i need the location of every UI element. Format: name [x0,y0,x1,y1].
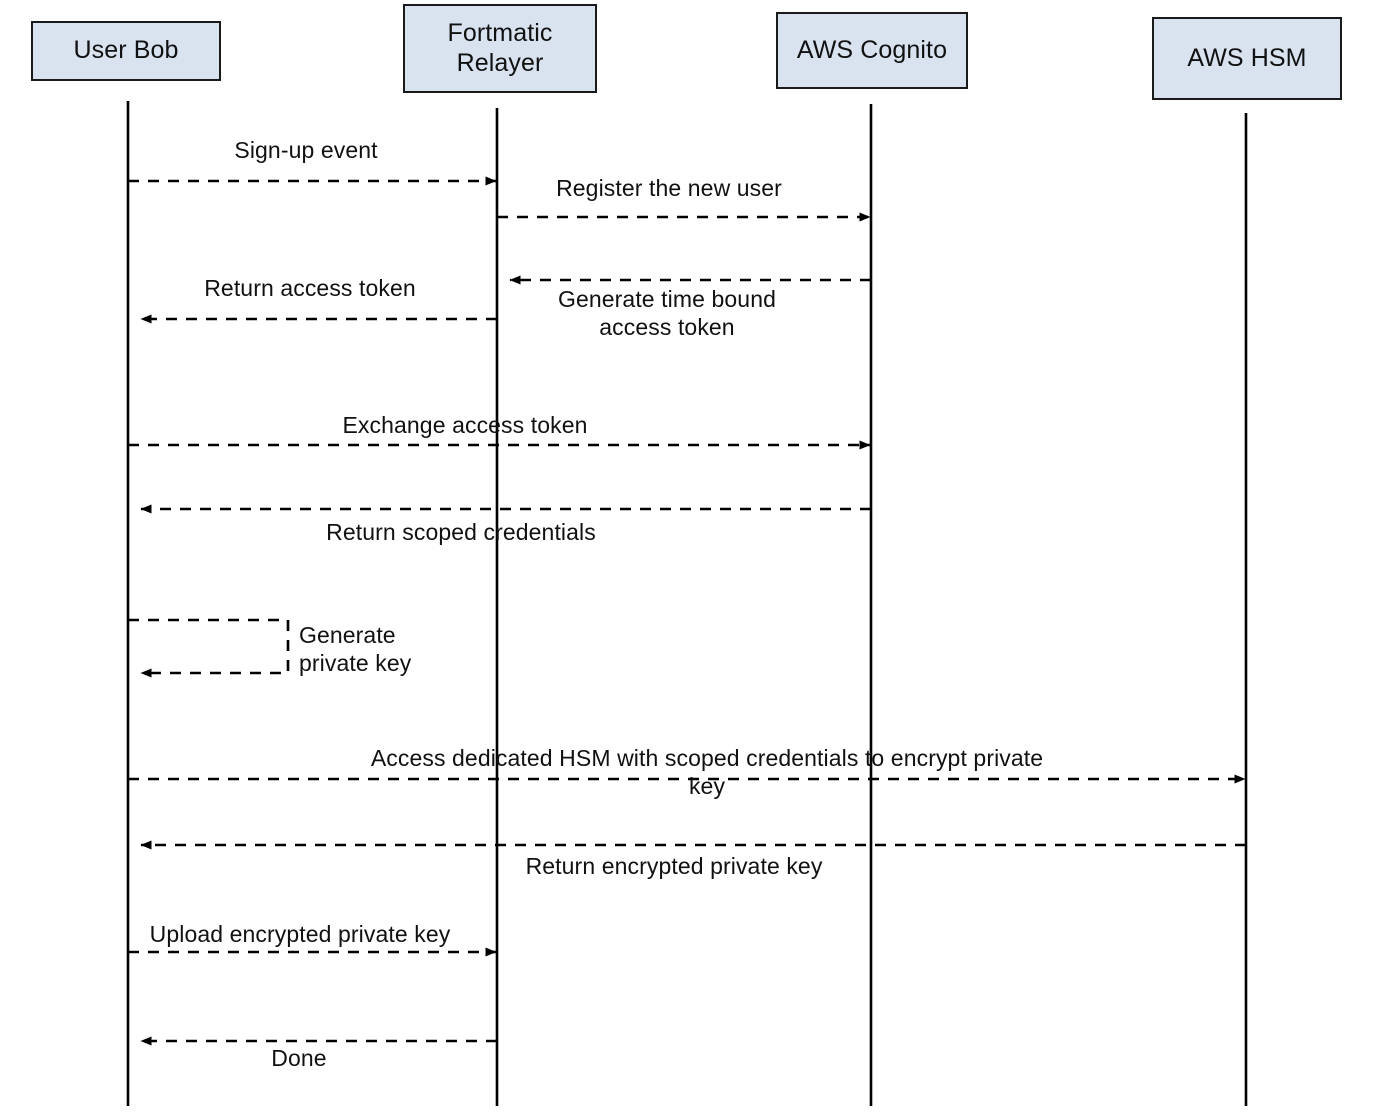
message-label-5: Exchange access token [342,412,588,438]
message-label-11: Done [271,1045,327,1071]
message-label-10: Upload encrypted private key [149,921,451,947]
participant-label-relayer: Fortmatic Relayer [447,19,553,77]
participant-box-hsm[interactable]: AWS HSM [1152,17,1342,100]
message-label-4: Return access token [204,275,416,301]
message-label-9: Return encrypted private key [525,853,823,879]
message-label-8: Access dedicated HSM with scoped credent… [370,745,1044,799]
message-arrow-7-self [128,618,290,678]
message-label-1: Sign-up event [234,137,378,163]
participant-label-cognito: AWS Cognito [796,35,948,64]
participant-label-hsm: AWS HSM [1187,43,1307,72]
message-label-7: Generate private key [299,622,412,676]
participant-box-cognito[interactable]: AWS Cognito [776,12,968,89]
message-label-2: Register the new user [556,175,782,201]
message-arrows-group [128,176,1246,1046]
message-label-6: Return scoped credentials [326,519,596,545]
message-label-3: Generate time bound access token [558,286,776,340]
participant-box-user[interactable]: User Bob [31,21,221,81]
lifelines-group [126,101,1248,1106]
participant-box-relayer[interactable]: Fortmatic Relayer [403,4,597,93]
participant-label-user: User Bob [73,36,179,65]
